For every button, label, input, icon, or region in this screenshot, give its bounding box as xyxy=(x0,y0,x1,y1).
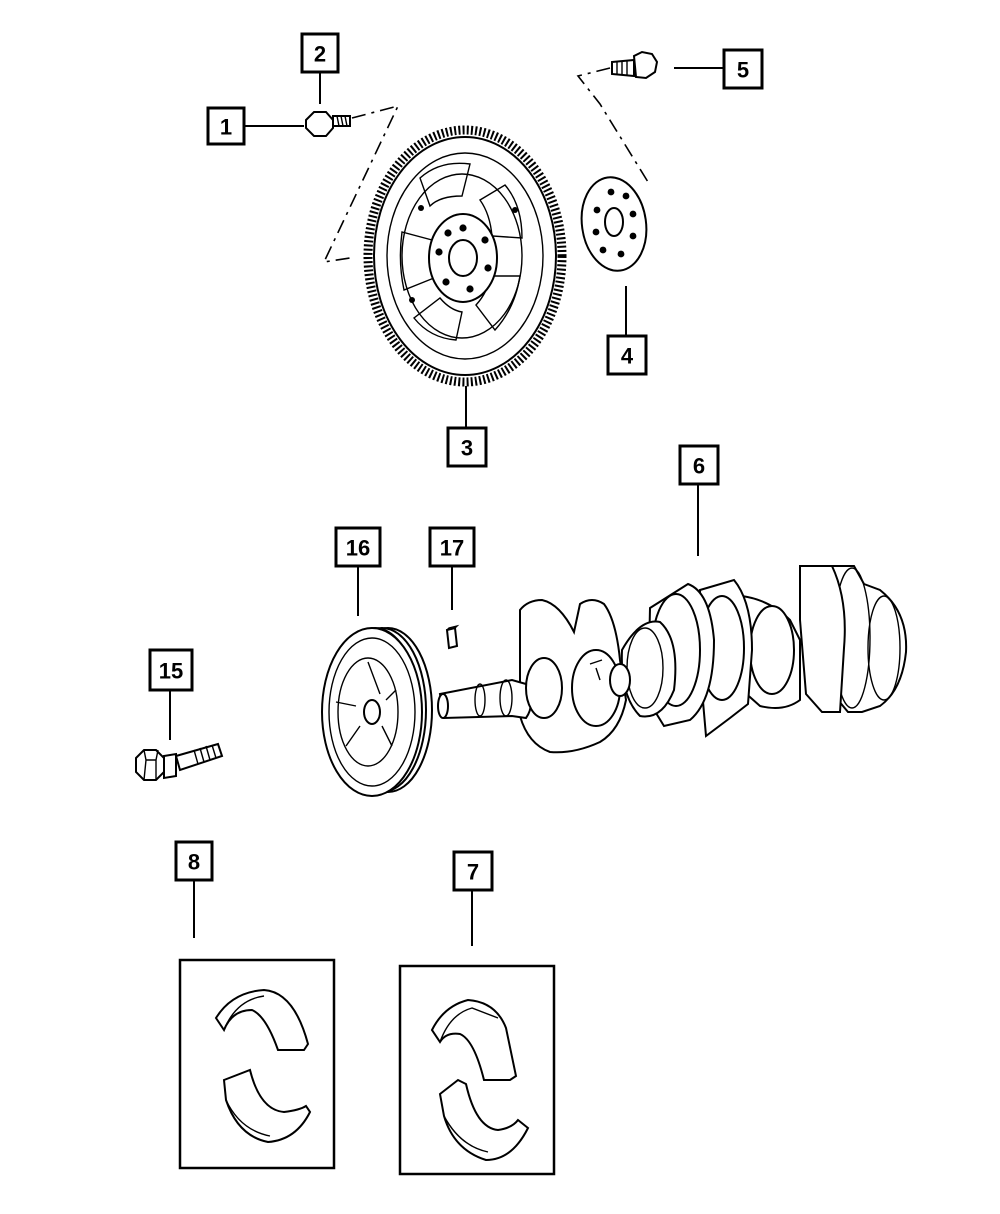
callout-17: 17 xyxy=(428,526,476,568)
callout-4-label: 4 xyxy=(621,344,634,369)
callout-5-label: 5 xyxy=(737,58,749,83)
part-main-bearing-set xyxy=(398,964,556,1176)
callout-4: 4 xyxy=(606,334,648,376)
alignment-line-bolt-flywheel xyxy=(322,104,400,264)
callout-1-label: 1 xyxy=(220,115,232,140)
callout-8: 8 xyxy=(174,840,214,882)
part-adapter-plate xyxy=(580,176,648,272)
callout-16: 16 xyxy=(334,526,382,568)
part-rod-bearing-set xyxy=(178,958,336,1170)
callout-8-label: 8 xyxy=(188,850,200,875)
leader-lines xyxy=(169,67,724,946)
callout-16-label: 16 xyxy=(346,536,370,561)
part-crankshaft xyxy=(437,565,908,754)
callout-5: 5 xyxy=(722,48,764,90)
part-flywheel-bolt xyxy=(305,111,351,137)
part-damper-bolt xyxy=(135,742,224,781)
callout-15: 15 xyxy=(148,648,194,692)
callout-15-label: 15 xyxy=(159,659,183,684)
callout-2: 2 xyxy=(300,32,340,74)
callout-7-label: 7 xyxy=(467,860,479,885)
callout-3-label: 3 xyxy=(461,436,473,461)
callout-2-label: 2 xyxy=(314,42,326,67)
part-woodruff-key xyxy=(445,624,460,650)
callout-7: 7 xyxy=(452,850,494,892)
callout-17-label: 17 xyxy=(440,536,464,561)
part-damper-pulley xyxy=(321,627,433,797)
part-flywheel xyxy=(363,125,567,387)
callout-6-label: 6 xyxy=(693,454,705,479)
alignment-line-bolt-plate xyxy=(576,67,649,183)
callout-1: 1 xyxy=(206,106,246,146)
part-flexplate-bolt xyxy=(611,50,659,80)
callout-3: 3 xyxy=(446,426,488,468)
callout-6: 6 xyxy=(678,444,720,486)
